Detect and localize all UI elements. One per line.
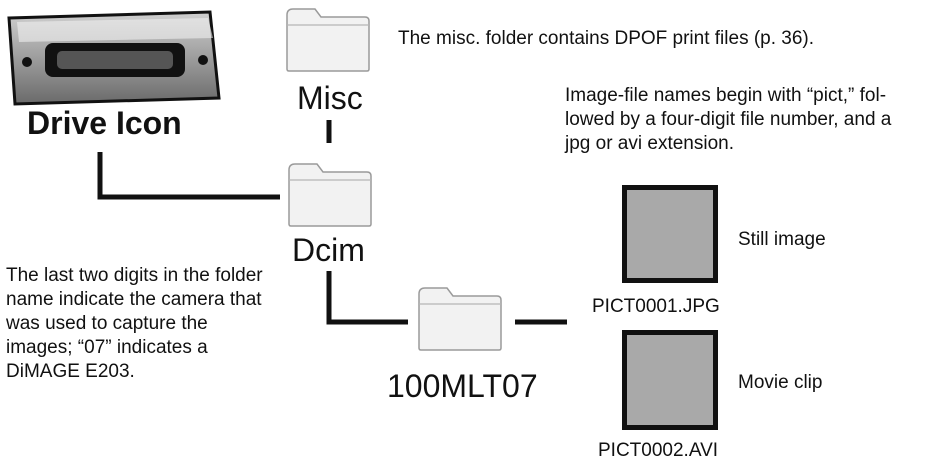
subfolder-folder-icon[interactable] xyxy=(417,284,503,352)
dcim-folder-icon[interactable] xyxy=(287,160,373,228)
dcim-subfolder-connector xyxy=(326,271,408,325)
drive[interactable]: Drive Icon xyxy=(5,8,225,148)
foldername-note: The last two digits in the folder name i… xyxy=(6,264,263,384)
foldername-note-line: name indicate the camera that xyxy=(6,289,262,310)
file-name-avi: PICT0002.AVI xyxy=(598,440,719,461)
foldername-note-line: was used to capture the xyxy=(6,313,208,334)
movie-clip-thumbnail[interactable] xyxy=(622,330,718,430)
movie-clip-caption: Movie clip xyxy=(738,372,823,393)
file-name-jpg: PICT0001.JPG xyxy=(592,296,720,317)
misc-note: The misc. folder contains DPOF print fil… xyxy=(398,28,815,49)
filenames-note-line: Image-file names begin with “pict,” fol- xyxy=(565,85,887,106)
drive-icon xyxy=(7,10,221,106)
foldername-note-line: images; “07” indicates a xyxy=(6,337,208,358)
misc-folder-label: Misc xyxy=(297,80,363,116)
foldername-note-line: The last two digits in the folder xyxy=(6,265,263,286)
filenames-note-line: lowed by a four-digit file number, and a xyxy=(565,109,892,130)
filenames-note: Image-file names begin with “pict,” fol-… xyxy=(565,84,891,156)
drive-label: Drive Icon xyxy=(27,105,182,141)
misc-folder-icon[interactable] xyxy=(285,5,371,73)
foldername-note-line: DiMAGE E203. xyxy=(6,361,135,382)
still-image-caption: Still image xyxy=(738,229,826,250)
still-image-thumbnail[interactable] xyxy=(622,185,718,283)
drive-dcim-connector xyxy=(97,152,280,200)
filenames-note-line: jpg or avi extension. xyxy=(565,133,734,154)
subfolder-label: 100MLT07 xyxy=(387,368,538,404)
dcim-folder-label: Dcim xyxy=(292,232,365,268)
